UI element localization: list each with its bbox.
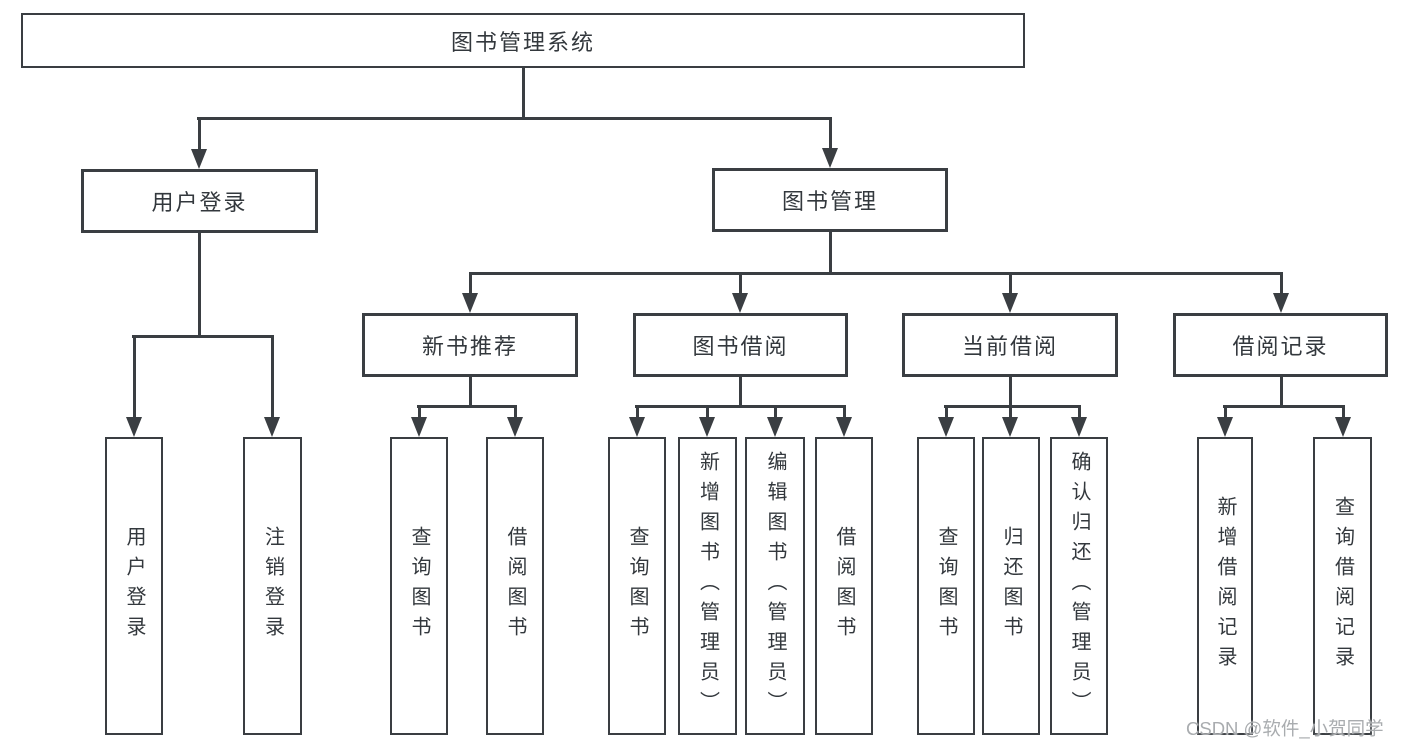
node-user-login: 用户登录 (81, 169, 318, 233)
leaf-return-books-label: 归还图书 (1000, 526, 1022, 646)
connector-current-borrow-hline (944, 405, 1081, 408)
leaf-confirm-return-admin: 确认归还（管理员） (1050, 437, 1108, 735)
leaf-add-books-admin-label: 新增图书（管理员） (696, 451, 719, 721)
connector-drop-leaf (774, 405, 777, 419)
connector-drop-logout (271, 335, 274, 419)
connector-drop-leaf (843, 405, 846, 419)
node-current-borrow: 当前借阅 (902, 313, 1118, 377)
leaf-edit-books-admin: 编辑图书（管理员） (745, 437, 805, 735)
leaf-query-books-recommend-label: 查询图书 (408, 526, 430, 646)
connector-drop-leaf (636, 405, 639, 419)
connector-drop-leaf (514, 405, 517, 419)
arrowhead-down-icon (507, 417, 523, 437)
leaf-user-login-label: 用户登录 (123, 526, 145, 646)
leaf-borrow-books: 借阅图书 (815, 437, 873, 735)
leaf-query-borrow-record-label: 查询借阅记录 (1331, 496, 1354, 676)
leaf-return-books: 归还图书 (982, 437, 1040, 735)
leaf-confirm-return-admin-label: 确认归还（管理员） (1068, 451, 1090, 721)
connector-book-management-stem (829, 232, 832, 274)
node-borrow-records-label: 借阅记录 (1232, 334, 1329, 359)
leaf-query-borrow-record: 查询借阅记录 (1313, 437, 1372, 735)
leaf-borrow-books-recommend: 借阅图书 (486, 437, 544, 735)
arrowhead-down-icon (1002, 293, 1018, 313)
leaf-query-books-borrow: 查询图书 (608, 437, 666, 735)
connector-drop-leaf (1224, 405, 1227, 419)
arrowhead-down-icon (1335, 417, 1351, 437)
arrowhead-down-icon (411, 417, 427, 437)
connector-drop-borrow-records (1280, 272, 1283, 295)
arrowhead-down-icon (629, 417, 645, 437)
node-borrow-records: 借阅记录 (1173, 313, 1388, 377)
arrowhead-down-icon (767, 417, 783, 437)
arrowhead-down-icon (699, 417, 715, 437)
connector-drop-current-borrow (1009, 272, 1012, 295)
connector-drop-leaf (1078, 405, 1081, 419)
arrowhead-down-icon (1002, 417, 1018, 437)
node-user-login-label: 用户登录 (151, 190, 248, 215)
arrowhead-down-icon (264, 417, 280, 437)
connector-user-login-stem (198, 233, 201, 336)
node-current-borrow-label: 当前借阅 (961, 334, 1058, 359)
connector-borrow-records-stem (1280, 375, 1283, 408)
arrowhead-down-icon (462, 293, 478, 313)
connector-drop-leaf (1342, 405, 1345, 419)
connector-new-book-recommend-hline (417, 405, 517, 408)
connector-current-borrow-stem (1009, 375, 1012, 408)
connector-drop-new-book-recommend (469, 272, 472, 295)
arrowhead-down-icon (1071, 417, 1087, 437)
connector-drop-leaf (418, 405, 421, 419)
connector-drop-book-management (829, 117, 832, 151)
node-new-book-recommend: 新书推荐 (362, 313, 578, 377)
node-book-borrow-label: 图书借阅 (692, 334, 789, 359)
node-new-book-recommend-label: 新书推荐 (421, 334, 518, 359)
arrowhead-down-icon (836, 417, 852, 437)
connector-root-hline (197, 117, 832, 120)
connector-book-borrow-hline (635, 405, 846, 408)
csdn-watermark: CSDN @软件_小贺同学 (1186, 718, 1384, 739)
node-root: 图书管理系统 (21, 13, 1025, 68)
connector-drop-leaf (1009, 405, 1012, 419)
node-book-borrow: 图书借阅 (633, 313, 848, 377)
leaf-edit-books-admin-label: 编辑图书（管理员） (764, 451, 786, 721)
connector-drop-book-borrow (739, 272, 742, 295)
arrowhead-down-icon (822, 148, 838, 168)
node-book-management: 图书管理 (712, 168, 948, 232)
node-book-management-label: 图书管理 (781, 189, 878, 214)
leaf-logout-label: 注销登录 (261, 526, 284, 646)
arrowhead-down-icon (938, 417, 954, 437)
leaf-borrow-books-recommend-label: 借阅图书 (504, 526, 526, 646)
connector-new-book-recommend-stem (469, 375, 472, 408)
connector-drop-user-login (198, 117, 201, 151)
leaf-add-borrow-record: 新增借阅记录 (1197, 437, 1253, 735)
connector-book-management-hline (469, 272, 1282, 275)
connector-drop-leaf (945, 405, 948, 419)
arrowhead-down-icon (191, 149, 207, 169)
arrowhead-down-icon (732, 293, 748, 313)
connector-user-login-hline (132, 335, 274, 338)
node-root-label: 图书管理系统 (450, 29, 595, 55)
connector-drop-user-login-leaf (133, 335, 136, 419)
leaf-query-books-recommend: 查询图书 (390, 437, 448, 735)
leaf-user-login: 用户登录 (105, 437, 163, 735)
connector-book-borrow-stem (739, 375, 742, 408)
leaf-query-books-current-label: 查询图书 (935, 526, 957, 646)
leaf-query-books-borrow-label: 查询图书 (626, 526, 648, 646)
connector-borrow-records-hline (1223, 405, 1345, 408)
leaf-borrow-books-label: 借阅图书 (833, 526, 855, 646)
arrowhead-down-icon (1217, 417, 1233, 437)
connector-drop-leaf (706, 405, 709, 419)
leaf-query-books-current: 查询图书 (917, 437, 975, 735)
connector-root-stem (522, 68, 525, 118)
arrowhead-down-icon (1273, 293, 1289, 313)
leaf-logout: 注销登录 (243, 437, 302, 735)
leaf-add-books-admin: 新增图书（管理员） (678, 437, 737, 735)
leaf-add-borrow-record-label: 新增借阅记录 (1214, 496, 1236, 676)
arrowhead-down-icon (126, 417, 142, 437)
